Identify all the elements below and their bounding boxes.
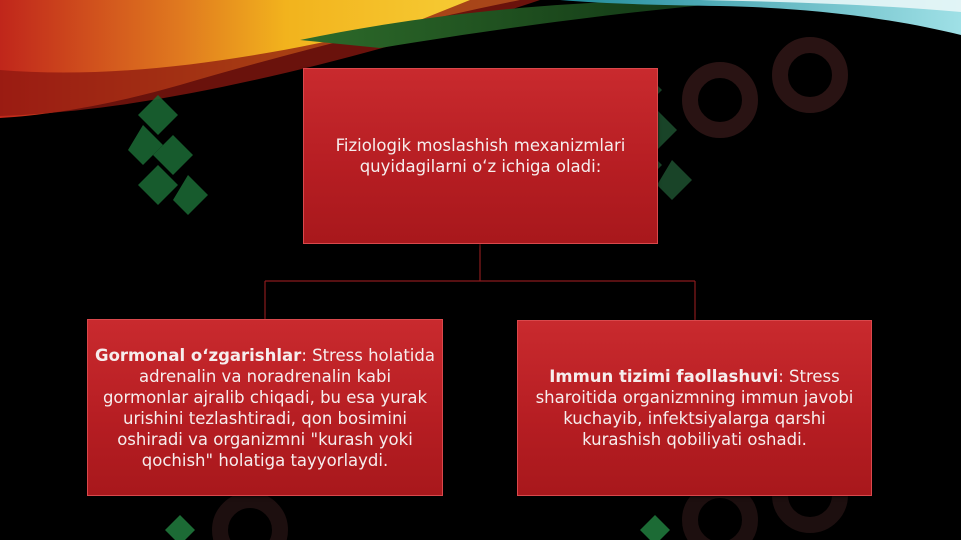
diagram-node-root: Fiziologik moslashish mexanizmlari quyid… (303, 68, 658, 244)
node-paragraph: Immun tizimi faollashuvi: Stress sharoit… (526, 366, 863, 450)
node-paragraph: Gormonal oʻzgarishlar: Stress holatida a… (94, 345, 436, 471)
node-title: Immun tizimi faollashuvi (549, 367, 779, 386)
node-title: Gormonal oʻzgarishlar (95, 345, 302, 365)
root-node-text: Fiziologik moslashish mexanizmlari quyid… (335, 136, 626, 176)
node-body: : Stress holatida adrenalin va noradrena… (102, 345, 435, 470)
diagram-node-immune-activation: Immun tizimi faollashuvi: Stress sharoit… (517, 320, 872, 496)
node-body: : Stress sharoitida organizmning immun j… (535, 367, 854, 449)
decorative-swoosh (0, 0, 961, 118)
diagram-node-hormonal-changes: Gormonal oʻzgarishlar: Stress holatida a… (87, 319, 443, 496)
